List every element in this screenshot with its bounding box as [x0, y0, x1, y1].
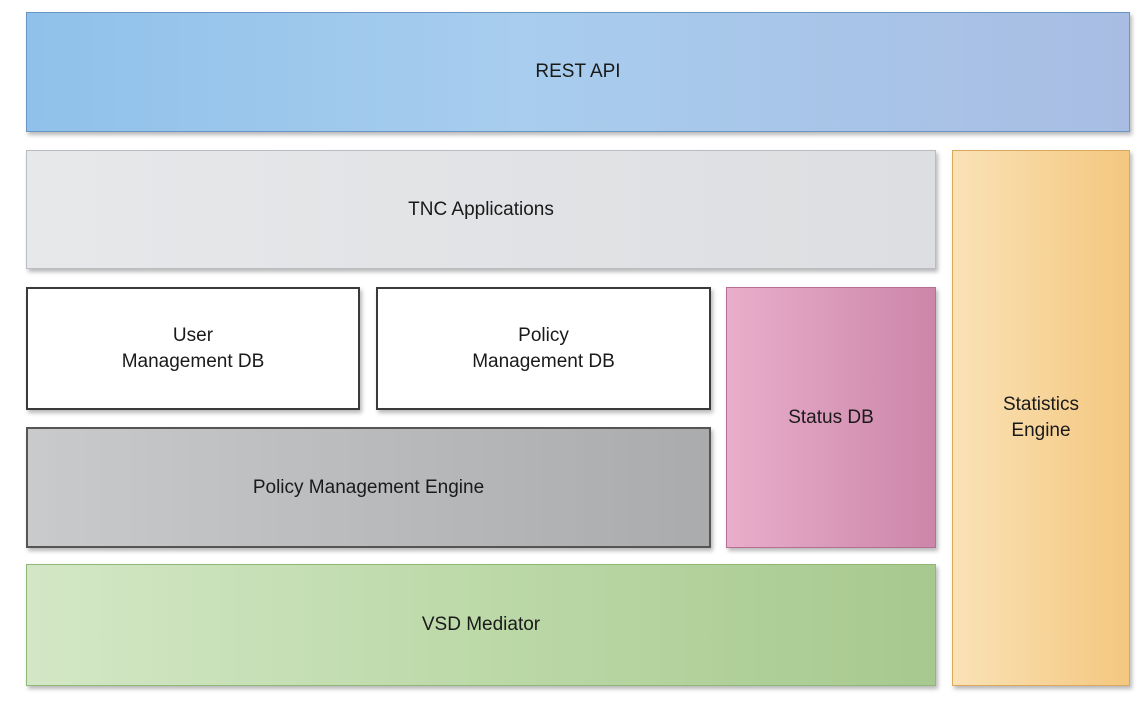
- rest-api-block: REST API: [26, 12, 1130, 132]
- vsd-mediator-label: VSD Mediator: [421, 614, 541, 635]
- rest-api-label: REST API: [535, 61, 621, 82]
- user-management-db-block: User Management DB: [26, 287, 360, 410]
- statistics-engine-label: Statistics Engine: [1002, 394, 1080, 441]
- status-db-block: Status DB: [726, 287, 936, 548]
- user-management-db-label: User Management DB: [121, 324, 265, 372]
- policy-management-db-block: Policy Management DB: [376, 287, 711, 410]
- statistics-engine-block: Statistics Engine: [952, 150, 1130, 686]
- tnc-applications-label: TNC Applications: [408, 198, 554, 220]
- vsd-mediator-block: VSD Mediator: [26, 564, 936, 686]
- policy-management-engine-block: Policy Management Engine: [26, 427, 711, 548]
- policy-management-engine-label: Policy Management Engine: [252, 476, 485, 498]
- policy-management-db-label: Policy Management DB: [472, 324, 615, 372]
- tnc-applications-block: TNC Applications: [26, 150, 936, 269]
- status-db-label: Status DB: [788, 406, 874, 428]
